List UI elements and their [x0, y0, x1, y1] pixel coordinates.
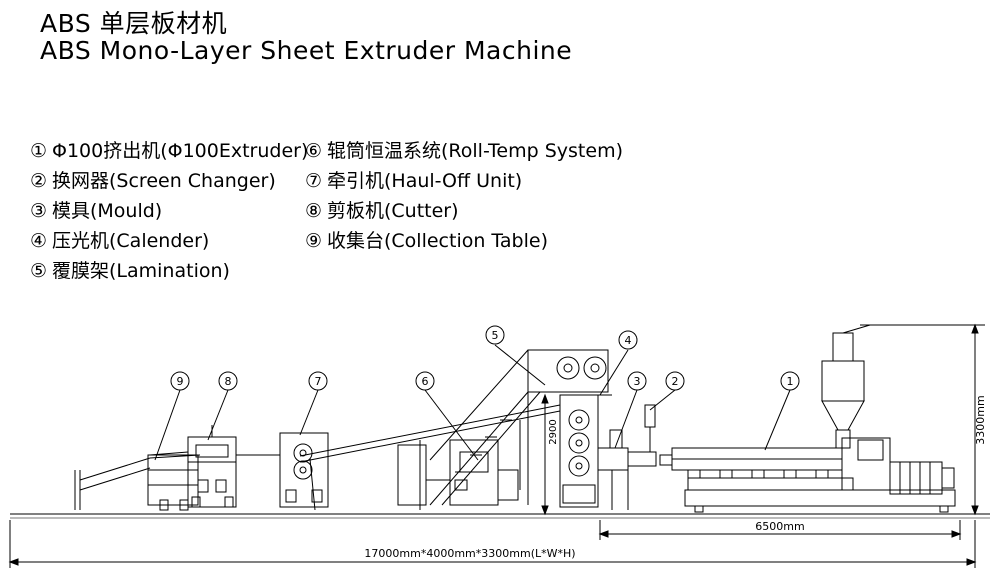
callout-label-4: 4 [625, 334, 632, 347]
callout-label-5: 5 [492, 329, 499, 342]
callout-circle-4 [618, 330, 638, 350]
haul-off-unit [279, 432, 329, 508]
legend-text: 辊筒恒温系统(Roll-Temp System) [327, 140, 623, 162]
callout-labels: 1 2 3 4 5 6 7 8 9 [177, 329, 794, 388]
legend-text: 覆膜架(Lamination) [52, 260, 230, 282]
cutter [149, 425, 280, 508]
extruder [671, 324, 956, 513]
roll-temp-system [397, 439, 519, 506]
legend-number: ② [30, 170, 48, 192]
legend-number: ⑨ [305, 230, 323, 252]
callout-label-9: 9 [177, 375, 184, 388]
legend-number: ④ [30, 230, 48, 252]
legend-number: ⑥ [305, 140, 323, 162]
overall-dimensions-label: 17000mm*4000mm*3300mm(L*W*H) [364, 547, 575, 560]
callout-circle-8 [218, 371, 238, 391]
title-chinese: ABS 单层板材机 [40, 9, 228, 38]
callout-label-7: 7 [315, 375, 322, 388]
callout-label-1: 1 [787, 375, 794, 388]
callout-circle-6 [415, 371, 435, 391]
legend-text: 模具(Mould) [52, 200, 163, 222]
height-total-label: 3300mm [974, 395, 987, 444]
legend-text: Φ100挤出机(Φ100Extruder) [52, 140, 309, 162]
legend-text: 牵引机(Haul-Off Unit) [327, 170, 523, 192]
dimension-calender-height [541, 393, 549, 516]
legend-number: ③ [30, 200, 48, 222]
collection-table [74, 454, 201, 511]
legend-number: ⑧ [305, 200, 323, 222]
dimension-extruder-length [598, 520, 962, 540]
callout-circle-3 [627, 371, 647, 391]
callout-label-3: 3 [634, 375, 641, 388]
extruder-length-label: 6500mm [755, 520, 804, 533]
callout-circle-5 [485, 325, 505, 345]
callout-circle-2 [665, 371, 685, 391]
callout-circle-1 [780, 371, 800, 391]
callout-label-8: 8 [225, 375, 232, 388]
callout-circle-7 [308, 371, 328, 391]
callout-label-6: 6 [422, 375, 429, 388]
calender [559, 394, 612, 508]
legend-number: ⑦ [305, 170, 323, 192]
legend-number: ⑤ [30, 260, 48, 282]
lamination-stand [429, 349, 609, 506]
legend-text: 换网器(Screen Changer) [52, 170, 276, 192]
screen-changer [627, 404, 673, 467]
callout-label-2: 2 [672, 375, 679, 388]
conveyor [299, 404, 561, 511]
callout-circle-9 [170, 371, 190, 391]
callouts [154, 325, 800, 461]
legend-text: 剪板机(Cutter) [327, 200, 459, 222]
calender-height-label: 2900 [548, 419, 559, 444]
dimension-height-total [860, 323, 985, 516]
legend-text: 收集台(Collection Table) [327, 230, 548, 252]
dimension-overall [8, 520, 977, 568]
legend-number: ① [30, 140, 48, 162]
legend-text: 压光机(Calender) [52, 230, 210, 252]
title-english: ABS Mono-Layer Sheet Extruder Machine [40, 36, 573, 65]
mould [597, 429, 629, 510]
